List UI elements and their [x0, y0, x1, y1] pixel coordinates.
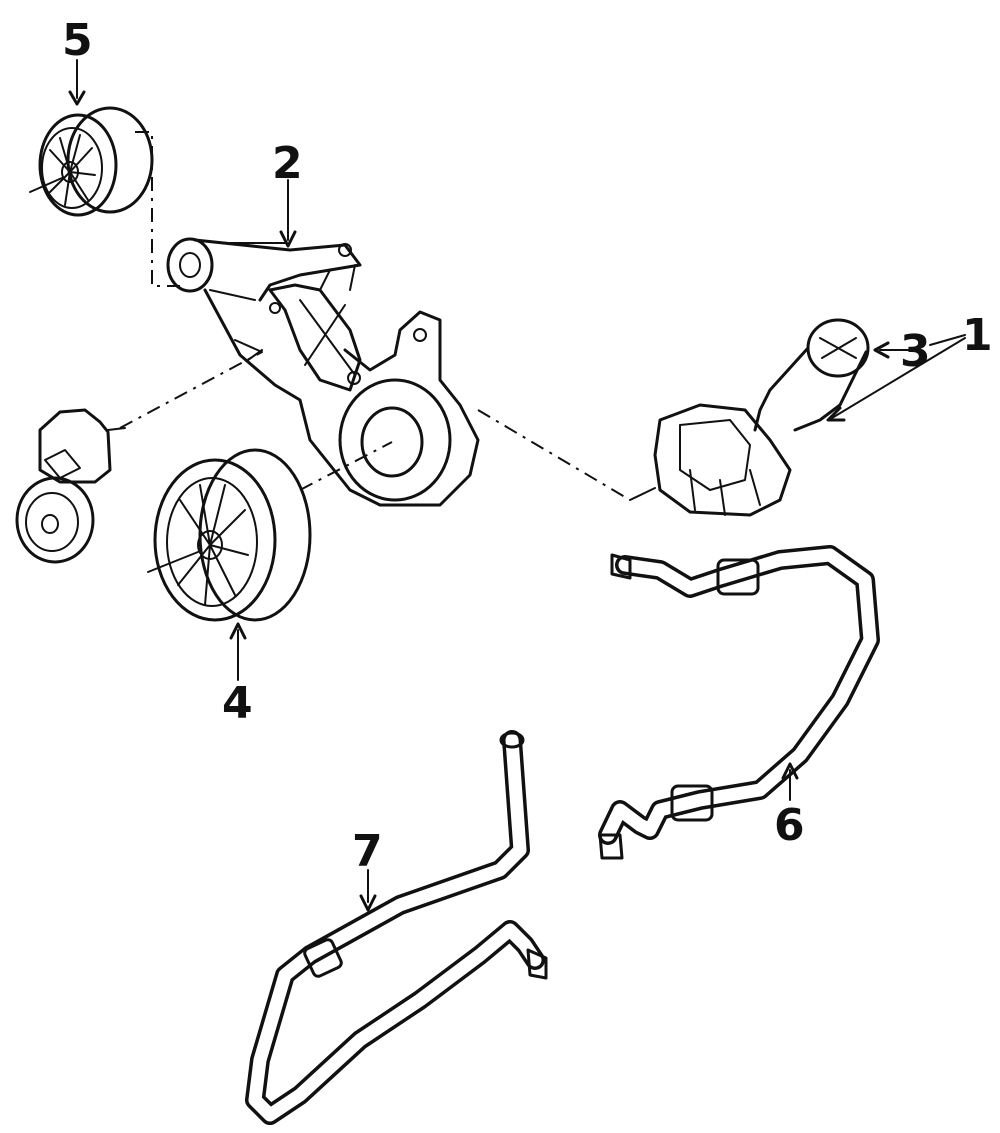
- callout-4: 4: [222, 678, 253, 729]
- part-5-mount-line: [135, 131, 180, 287]
- callout-leaders: [68, 59, 966, 912]
- part-5-idler-pulley: [29, 106, 154, 217]
- callout-1: 1: [962, 310, 993, 361]
- part-1-power-steering-pump: [629, 318, 870, 517]
- part-7-return-hose: [245, 730, 548, 1125]
- part-1-mount-line: [477, 409, 631, 501]
- part-6-pressure-hose: [598, 545, 880, 860]
- callout-2: 2: [272, 138, 303, 189]
- part-4-pulley: [147, 448, 312, 622]
- callout-5: 5: [62, 15, 93, 66]
- callout-3: 3: [900, 326, 931, 377]
- belt-tensioner: [15, 408, 126, 564]
- callout-7: 7: [352, 826, 383, 877]
- callout-6: 6: [774, 800, 805, 851]
- tensioner-mount-line: [119, 351, 263, 429]
- part-2-bracket: [166, 237, 480, 507]
